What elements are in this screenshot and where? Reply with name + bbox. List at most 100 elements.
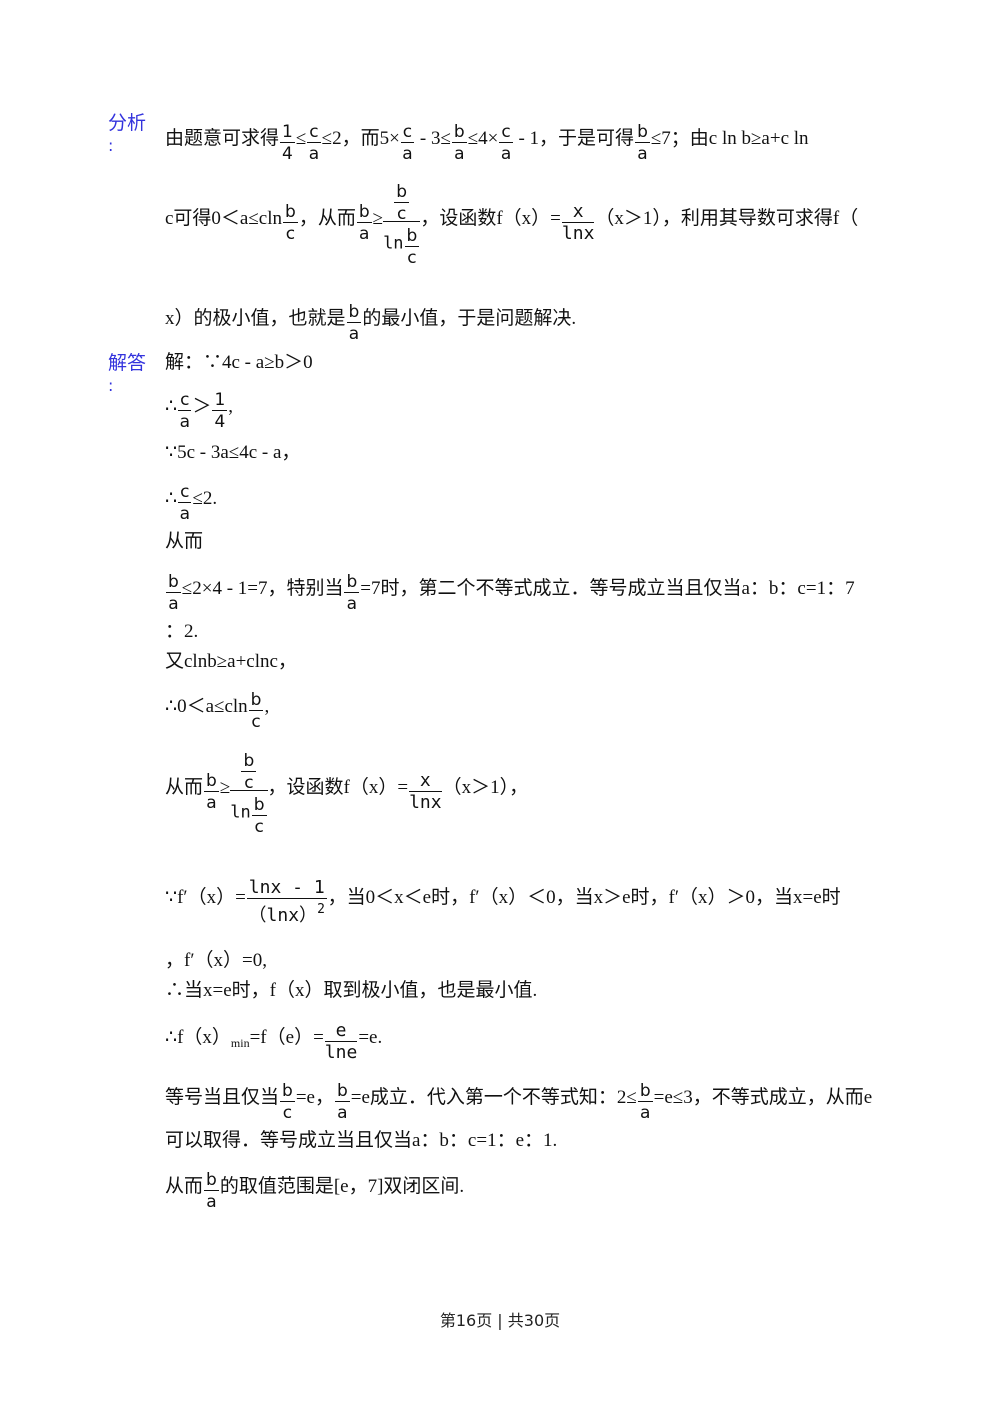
text: ≤4×	[467, 127, 499, 149]
text: ≤	[295, 127, 307, 149]
numerator: c	[178, 390, 192, 411]
text: ＞	[192, 395, 212, 417]
numerator: lnx - 1	[246, 877, 327, 899]
solution-label-colon: :	[108, 376, 114, 395]
exponent: 2	[317, 902, 325, 917]
text: =e成立．代入第一个不等式知：2≤	[350, 1086, 637, 1108]
denominator: a	[348, 324, 360, 344]
text: 又clnb≥a+clnc，	[165, 651, 297, 672]
solution-line-7: ：2.	[165, 621, 198, 643]
denominator: c	[244, 773, 254, 793]
denominator: 4	[214, 412, 226, 432]
text: ≤2×4 - 1=7，特别当	[181, 577, 344, 599]
numerator: b	[280, 1081, 295, 1102]
text: ln	[230, 802, 251, 823]
numerator: b	[283, 202, 298, 223]
text: ∴f（x）	[165, 1026, 231, 1048]
text: - 1，于是可得	[513, 127, 635, 149]
denominator: c	[407, 248, 417, 268]
numerator: 1	[212, 390, 228, 411]
numerator: b	[635, 122, 650, 143]
text: ∵5c - 3a≤4c - a，	[165, 442, 301, 463]
text: =e≤3，不等式成立，从而e	[653, 1086, 873, 1108]
numerator: c	[178, 482, 192, 503]
analysis-label-text: 分析	[108, 112, 147, 134]
text: ≥	[372, 207, 384, 229]
solution-line-1: 解：∵4c - a≥b＞0	[165, 352, 313, 374]
solution-line-3: ∵5c - 3a≤4c - a，	[165, 442, 300, 464]
text: ∴	[165, 395, 178, 417]
denominator: a	[402, 144, 413, 164]
denominator: a	[637, 144, 648, 164]
text: （x＞1），利用其导数可求得f（	[595, 207, 859, 229]
solution-label-text: 解答	[108, 352, 147, 374]
text: 解：∵4c - a≥b＞0	[165, 352, 313, 373]
text: ln	[383, 233, 404, 254]
denominator: c	[285, 224, 296, 244]
text: 的取值范围是[e，7]双闭区间.	[219, 1175, 465, 1197]
denominator: 4	[282, 144, 293, 164]
text: ，当0＜x＜e时，f′（x）＜0，当x＞e时，f′（x）＞0，当x=e时	[327, 886, 841, 908]
text: 从而	[165, 1175, 204, 1197]
numerator: b	[451, 122, 467, 143]
solution-line-11: ∵f′（x）=lnx - 1（lnx）2，当0＜x＜e时，f′（x）＜0，当x＞…	[165, 874, 841, 927]
analysis-label-colon: :	[108, 136, 114, 155]
solution-line-8: 又clnb≥a+clnc，	[165, 651, 297, 673]
text: ≥	[219, 776, 231, 798]
numerator: b	[346, 302, 362, 323]
text: （lnx）	[248, 905, 318, 926]
text: （x＞1），	[442, 776, 529, 798]
numerator: x	[409, 771, 442, 792]
text: 的最小值，于是问题解决.	[362, 307, 577, 329]
text: =7时，第二个不等式成立．等号成立当且仅当a：b：c=1：7	[360, 577, 855, 599]
solution-label: 解答 :	[108, 352, 146, 394]
text: ：2.	[165, 621, 199, 642]
text: ，从而	[298, 207, 356, 229]
numerator: b	[334, 1081, 350, 1102]
text: c可得0＜a≤cln	[165, 207, 283, 229]
numerator: c	[307, 122, 321, 143]
analysis-label: 分析 :	[108, 112, 146, 154]
page-number: 第16页 | 共30页	[439, 1311, 561, 1330]
solution-line-5: 从而	[165, 531, 203, 553]
text: - 3≤	[415, 127, 451, 149]
denominator: c	[251, 712, 261, 732]
denominator: c	[254, 817, 264, 837]
text: =f（e）=	[249, 1026, 324, 1048]
text: ≤7；由c ln b≥a+c ln	[650, 127, 809, 149]
text: ∴0＜a≤cln	[165, 695, 248, 717]
denominator: a	[206, 1192, 217, 1212]
numerator: x	[561, 202, 595, 223]
numerator: e	[324, 1021, 358, 1042]
denominator: a	[168, 594, 179, 614]
text: 由题意可求得	[165, 127, 280, 149]
text: ≤2，而5×	[321, 127, 400, 149]
text: =e，	[295, 1086, 334, 1108]
text: ∴	[165, 487, 178, 509]
text: x）的极小值，也就是	[165, 307, 346, 329]
